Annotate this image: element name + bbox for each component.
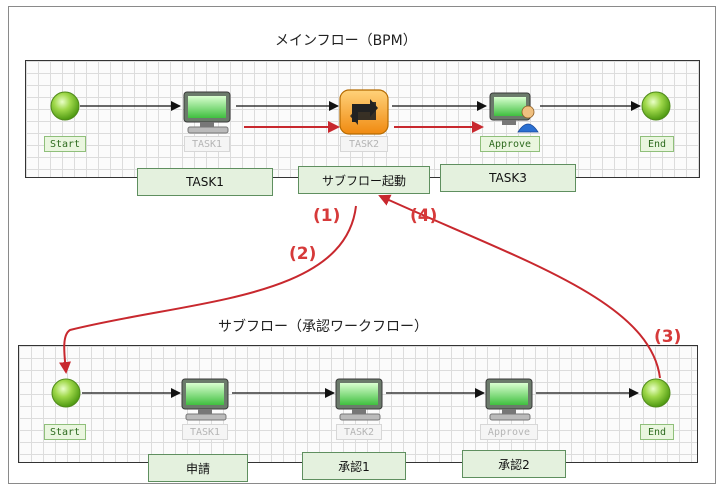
sub-approve1-box: 承認1 [302,452,406,480]
sub-computer-task-icon-3[interactable] [485,378,533,421]
subflow-icon[interactable] [339,89,389,135]
step-label-2: (2) [289,244,317,264]
approve-task-icon[interactable] [489,92,539,133]
sub-end-label: End [640,424,674,440]
sub-approve-node-label: Approve [480,424,538,440]
end-event-icon[interactable] [641,91,671,121]
sub-task1-node-label: TASK1 [182,424,228,440]
main-task2-node-label: TASK2 [340,136,388,152]
sub-flow-title: サブフロー（承認ワークフロー） [218,319,428,335]
call-subflow-arrow [59,205,357,374]
main-subflow-start-box: サブフロー起動 [298,166,430,194]
main-approve-label: Approve [480,136,540,152]
main-task3-box: TASK3 [440,164,576,192]
main-start-label: Start [44,136,86,152]
step-label-4: (4) [410,206,438,226]
sub-computer-task-icon-2[interactable] [335,378,383,421]
start-event-icon[interactable] [50,91,80,121]
sub-task2-node-label: TASK2 [336,424,382,440]
step-label-1: (1) [313,206,341,226]
main-task1-box: TASK1 [137,168,273,196]
main-task1-node-label: TASK1 [184,136,230,152]
sub-end-event-icon[interactable] [641,378,671,408]
sub-approve2-box: 承認2 [462,450,566,478]
computer-task-icon[interactable] [183,91,231,134]
main-flow-lane [25,60,700,178]
sub-apply-box: 申請 [148,454,248,482]
sub-computer-task-icon-1[interactable] [181,378,229,421]
sub-start-label: Start [44,424,86,440]
return-arrow [378,194,661,379]
main-flow-title: メインフロー（BPM） [275,33,417,49]
sub-start-event-icon[interactable] [51,378,81,408]
step-label-3: (3) [654,327,682,347]
main-end-label: End [640,136,674,152]
